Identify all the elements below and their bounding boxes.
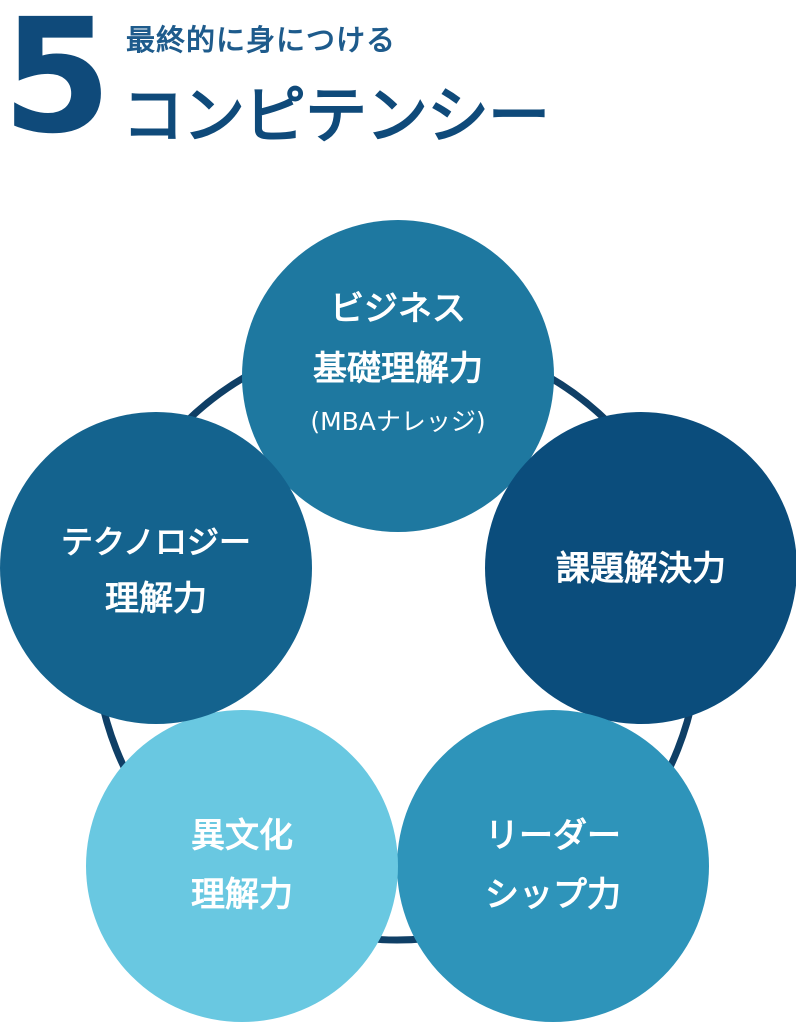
competency-circle [397,710,709,1022]
competency-label-line: 理解力 [105,579,207,619]
competency-label-line: リーダー [485,816,621,856]
competency-label-line: 異文化 [191,816,293,856]
competency-circle [242,220,554,532]
competency-circle [0,412,312,724]
competency-circle [86,710,398,1022]
competency-cross-cultural: 異文化 理解力 [86,710,398,1022]
competency-label-line: 課題解決力 [556,549,726,589]
competency-circle [485,412,796,724]
competency-label-line: 理解力 [191,875,293,915]
competency-problem-solving: 課題解決力 [485,412,796,724]
competency-technology: テクノロジー 理解力 [0,412,312,724]
competency-label-line: ビジネス [330,289,466,329]
competency-label-line: シップ力 [485,875,621,915]
section-number: 5 [2,0,112,169]
page-title: コンピテンシー [122,79,550,152]
competency-label-line: テクノロジー [61,523,251,561]
competency-note: (MBAナレッジ) [310,407,485,436]
header: 5 最終的に身につける コンピテンシー [0,0,796,180]
competency-business: ビジネス 基礎理解力 (MBAナレッジ) [242,220,554,532]
subtitle: 最終的に身につける [126,23,397,57]
competency-leadership: リーダー シップ力 [397,710,709,1022]
competency-label-line: 基礎理解力 [313,349,483,389]
